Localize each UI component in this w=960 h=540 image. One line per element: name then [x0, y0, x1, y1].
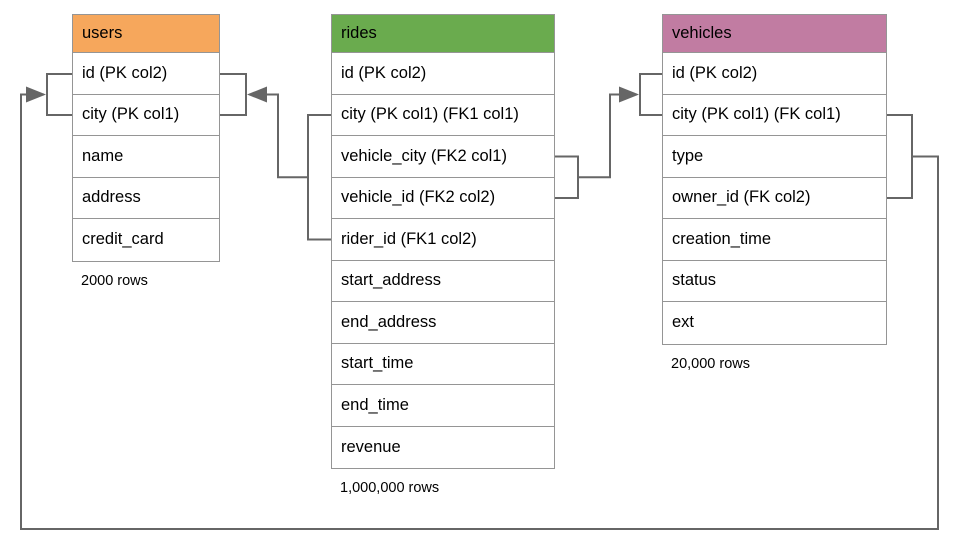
column-row: revenue: [332, 426, 554, 468]
column-row: id (PK col2): [332, 53, 554, 95]
fk-vehicles-bracket: [887, 114, 913, 199]
users-table: users id (PK col2) city (PK col1) name a…: [72, 14, 220, 289]
users-row-count-label: 2000 rows: [81, 272, 148, 289]
column-row: city (PK col1) (FK1 col1): [332, 94, 554, 136]
fk-users-left-bracket: [46, 73, 72, 116]
column-row: end_time: [332, 385, 554, 427]
column-row: id (PK col2): [73, 53, 219, 95]
column-row: start_time: [332, 343, 554, 385]
fk2-rides-bracket: [555, 155, 579, 199]
rides-table-box: rides id (PK col2) city (PK col1) (FK1 c…: [331, 14, 555, 469]
column-row: type: [663, 136, 886, 178]
fk1-rides-to-users-arrow: [247, 86, 308, 179]
users-table-box: users id (PK col2) city (PK col1) name a…: [72, 14, 220, 262]
rides-table: rides id (PK col2) city (PK col1) (FK1 c…: [331, 14, 555, 496]
column-row: name: [73, 136, 219, 178]
vehicles-table: vehicles id (PK col2) city (PK col1) (FK…: [662, 14, 887, 372]
vehicles-table-header: vehicles: [663, 15, 886, 53]
column-row: ext: [663, 302, 886, 344]
column-row: creation_time: [663, 219, 886, 261]
column-row: vehicle_city (FK2 col1): [332, 136, 554, 178]
fk2-vehicles-bracket: [639, 73, 662, 116]
vehicles-table-box: vehicles id (PK col2) city (PK col1) (FK…: [662, 14, 887, 345]
column-row: start_address: [332, 260, 554, 302]
column-row: vehicle_id (FK2 col2): [332, 177, 554, 219]
rides-row-count-label: 1,000,000 rows: [340, 480, 440, 496]
vehicles-row-count-label: 20,000 rows: [671, 355, 750, 372]
column-row: id (PK col2): [663, 53, 886, 95]
column-row: address: [73, 177, 219, 219]
users-table-header: users: [73, 15, 219, 53]
rides-table-header: rides: [332, 15, 554, 53]
column-row: status: [663, 260, 886, 302]
column-row: owner_id (FK col2): [663, 177, 886, 219]
column-row: rider_id (FK1 col2): [332, 219, 554, 261]
fk1-rides-bracket: [307, 114, 331, 241]
fk1-users-bracket: [220, 73, 247, 116]
column-row: end_address: [332, 302, 554, 344]
column-row: credit_card: [73, 219, 219, 261]
column-row: city (PK col1): [73, 94, 219, 136]
fk2-rides-to-vehicles-arrow: [578, 86, 639, 179]
column-row: city (PK col1) (FK col1): [663, 94, 886, 136]
